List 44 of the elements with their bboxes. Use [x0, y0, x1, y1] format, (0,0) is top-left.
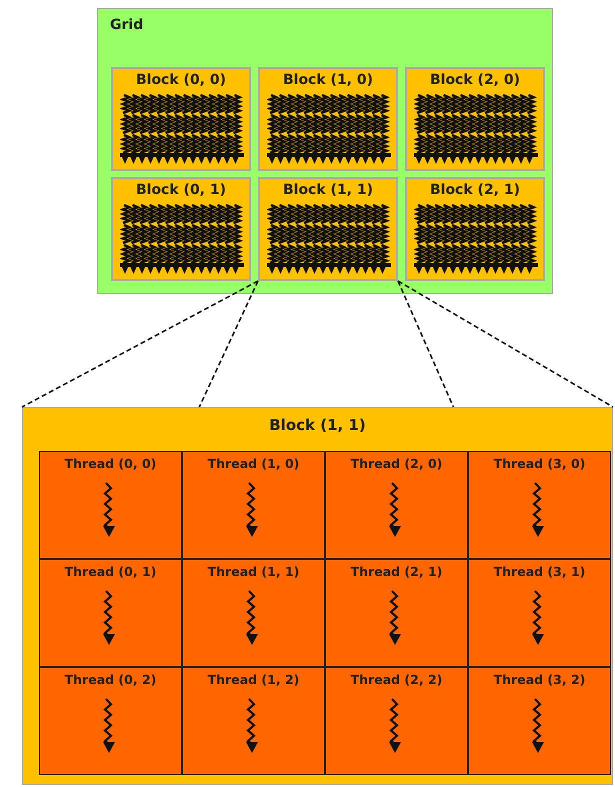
thread-label: Thread (2, 1) — [350, 564, 444, 579]
thread-label: Thread (1, 2) — [206, 672, 300, 687]
block-panel — [22, 407, 613, 785]
block-box — [258, 67, 398, 171]
dashed-zoom-line — [398, 280, 614, 408]
thread-label: Thread (3, 0) — [492, 456, 586, 471]
thread-cell — [39, 559, 182, 667]
thread-label: Thread (2, 0) — [350, 456, 444, 471]
thread-label: Thread (2, 2) — [350, 672, 444, 687]
thread-label: Thread (3, 1) — [492, 564, 586, 579]
thread-cell — [39, 451, 182, 559]
thread-label: Thread (3, 2) — [492, 672, 586, 687]
thread-cell — [182, 559, 325, 667]
block-title: Block (1, 1) — [282, 182, 374, 198]
block-title: Block (1, 1) — [268, 416, 367, 434]
thread-cell — [325, 559, 468, 667]
thread-label: Thread (1, 0) — [206, 456, 300, 471]
grid-panel — [97, 8, 553, 294]
block-box — [111, 67, 251, 171]
thread-cell — [39, 667, 182, 775]
block-title: Block (2, 0) — [428, 72, 522, 88]
block-box — [258, 177, 398, 281]
thread-label: Thread (0, 1) — [64, 564, 158, 579]
block-title: Block (0, 0) — [134, 72, 228, 88]
dashed-zoom-line — [397, 280, 454, 408]
block-title: Block (0, 1) — [134, 182, 228, 198]
thread-label: Thread (0, 0) — [64, 456, 158, 471]
dashed-zoom-line — [22, 280, 258, 408]
thread-cell — [325, 667, 468, 775]
thread-cell — [468, 451, 611, 559]
block-box — [405, 67, 545, 171]
grid-title: Grid — [110, 17, 144, 33]
dashed-zoom-line — [198, 280, 259, 408]
thread-cell — [325, 451, 468, 559]
thread-cell — [468, 667, 611, 775]
thread-cell — [182, 451, 325, 559]
thread-cell — [182, 667, 325, 775]
block-box — [111, 177, 251, 281]
thread-label: Thread (1, 1) — [206, 564, 300, 579]
block-title: Block (1, 0) — [282, 72, 374, 88]
thread-label: Thread (0, 2) — [64, 672, 158, 687]
block-box — [405, 177, 545, 281]
block-title: Block (2, 1) — [428, 182, 522, 198]
thread-cell — [468, 559, 611, 667]
